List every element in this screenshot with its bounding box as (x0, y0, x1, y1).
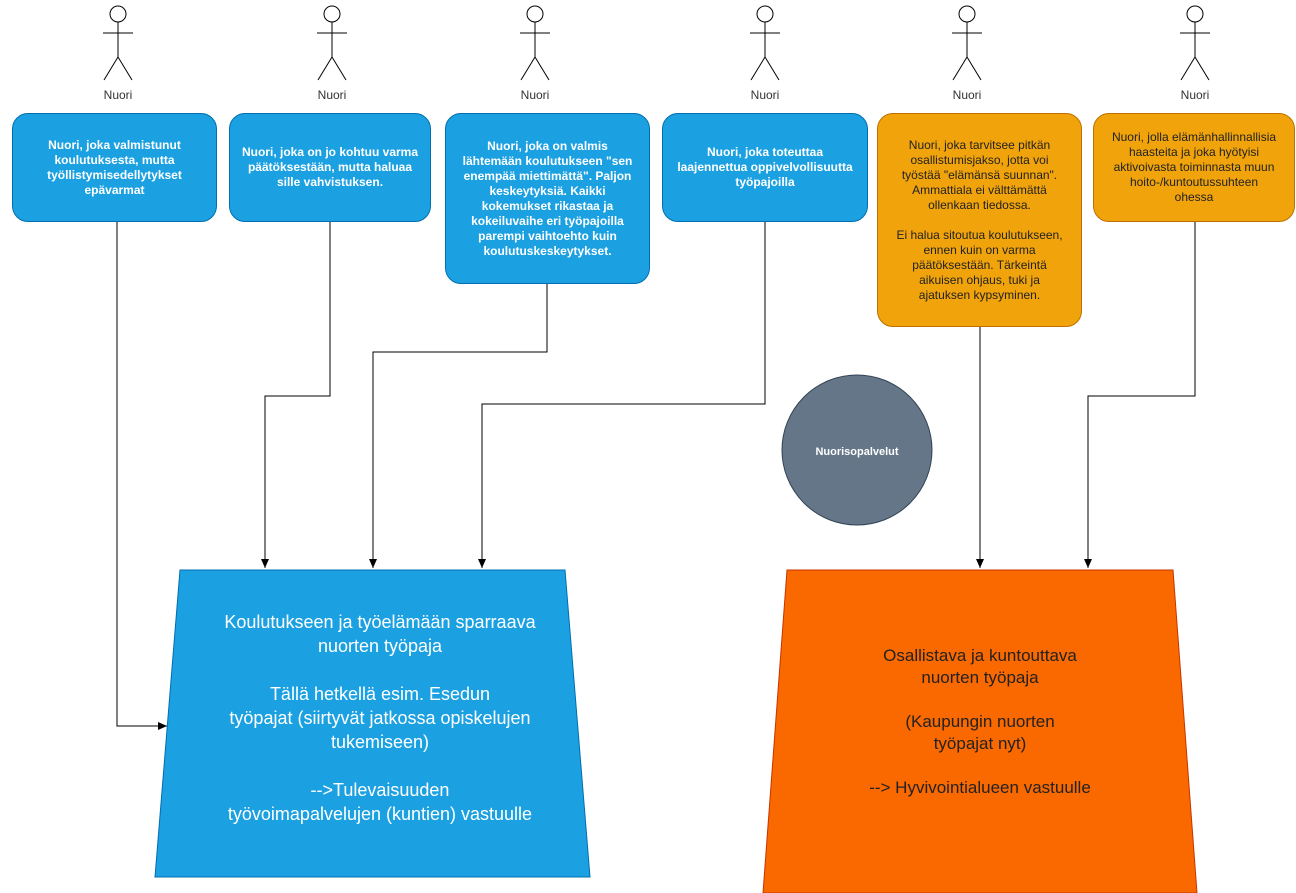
connector-4 (478, 222, 766, 568)
actor-3-icon (520, 5, 550, 81)
actor-2-icon (317, 5, 347, 81)
actor-1-icon (103, 5, 133, 81)
youth-box-graduated: Nuori, joka valmistunut koulutuksesta, m… (12, 113, 217, 222)
actor-2-label: Nuori (317, 88, 347, 102)
connector-1 (116, 222, 167, 730)
actor-6-icon (1180, 5, 1210, 81)
youth-box-ready-for-education: Nuori, joka on valmis lähtemään koulutuk… (445, 113, 650, 284)
youth-box-life-management: Nuori, jolla elämänhallinnallisia haaste… (1093, 113, 1295, 222)
youth-box-extended-compulsory: Nuori, joka toteuttaa laajennettua oppiv… (662, 113, 868, 222)
connector-2 (261, 222, 331, 568)
left-workshop-text: Koulutukseen ja työelämään sparraava nuo… (224, 612, 536, 824)
actor-6-label: Nuori (1180, 88, 1210, 102)
nuorisopalvelut-circle (781, 374, 933, 526)
actor-4-icon (750, 5, 780, 81)
actor-4-label: Nuori (750, 88, 780, 102)
right-workshop-text: Osallistava ja kuntouttava nuorten työpa… (869, 646, 1091, 797)
actor-3-label: Nuori (520, 88, 550, 102)
youth-box-long-participation: Nuori, joka tarvitsee pitkän osallistumi… (877, 113, 1082, 327)
nuorisopalvelut-label: Nuorisopalvelut (815, 446, 899, 458)
actor-5-label: Nuori (952, 88, 982, 102)
connector-3 (369, 284, 548, 568)
left-workshop-shape (154, 569, 591, 878)
actor-5-icon (952, 5, 982, 81)
youth-box-confirmation: Nuori, joka on jo kohtuu varma päätökses… (229, 113, 431, 222)
actor-1-label: Nuori (103, 88, 133, 102)
connector-6 (1084, 222, 1196, 568)
right-workshop-shape (762, 569, 1198, 893)
